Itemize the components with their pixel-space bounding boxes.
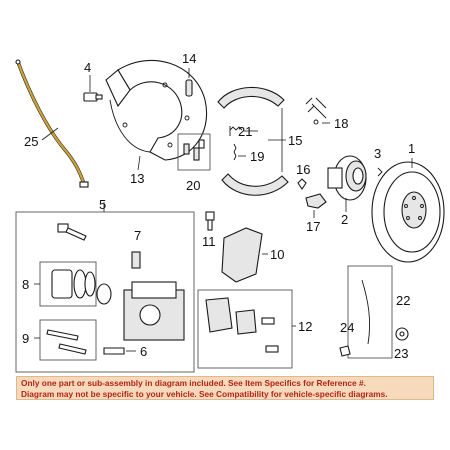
callout-3: 3 [374,146,381,161]
callout-11: 11 [202,234,216,249]
callout-20: 20 [186,178,200,193]
part-bolt-16 [297,178,307,190]
callout-10: 10 [270,247,284,262]
part-dust-shield [105,59,207,161]
part-caliper-bracket [221,227,263,283]
part-stud-3 [377,167,383,177]
callout-9: 9 [22,331,29,346]
callout-6: 6 [140,344,147,359]
callout-13: 13 [130,171,144,186]
part-washer-23 [395,327,409,341]
part-abs-sensor-wire [15,59,89,188]
callout-21: 21 [238,124,252,139]
part-brake-pads [197,289,293,369]
part-bolt-4 [83,92,103,102]
callout-5: 5 [99,197,106,212]
part-bolt-24 [339,345,351,357]
part-piston-seals-8 [39,261,112,307]
callout-15: 15 [288,133,302,148]
part-hub-bearing [327,155,367,201]
callout-2: 2 [341,212,348,227]
part-parking-shoes [217,86,289,196]
part-spring-21 [229,126,243,136]
disclaimer-banner: Only one part or sub-assembly in diagram… [16,376,434,400]
part-caliper-assembly [15,202,195,373]
part-bolt-11 [205,211,215,231]
callout-14: 14 [182,51,196,66]
part-bracket-17 [305,193,327,209]
part-rotor [371,161,445,263]
callout-19: 19 [250,149,264,164]
callout-17: 17 [306,219,320,234]
disclaimer-line-2: Diagram may not be specific to your vehi… [21,388,388,399]
part-guide-pins-9 [39,319,97,361]
callout-18: 18 [334,116,348,131]
part-hardware-kit-20 [177,133,211,171]
part-pin-14 [185,79,193,97]
callout-1: 1 [408,141,415,156]
part-bleeder-7 [131,251,141,269]
part-spring-19 [233,143,237,161]
callout-16: 16 [296,162,310,177]
callout-22: 22 [396,293,410,308]
part-brake-hose-box [347,265,393,359]
part-adjuster-18 [305,97,327,125]
callout-4: 4 [84,60,91,75]
disclaimer-line-1: Only one part or sub-assembly in diagram… [21,378,366,388]
callout-25: 25 [24,134,38,149]
callout-8: 8 [22,277,29,292]
callout-23: 23 [394,346,408,361]
callout-24: 24 [340,320,354,335]
part-bolt-6 [103,347,125,355]
callout-12: 12 [298,319,312,334]
callout-7: 7 [134,228,141,243]
